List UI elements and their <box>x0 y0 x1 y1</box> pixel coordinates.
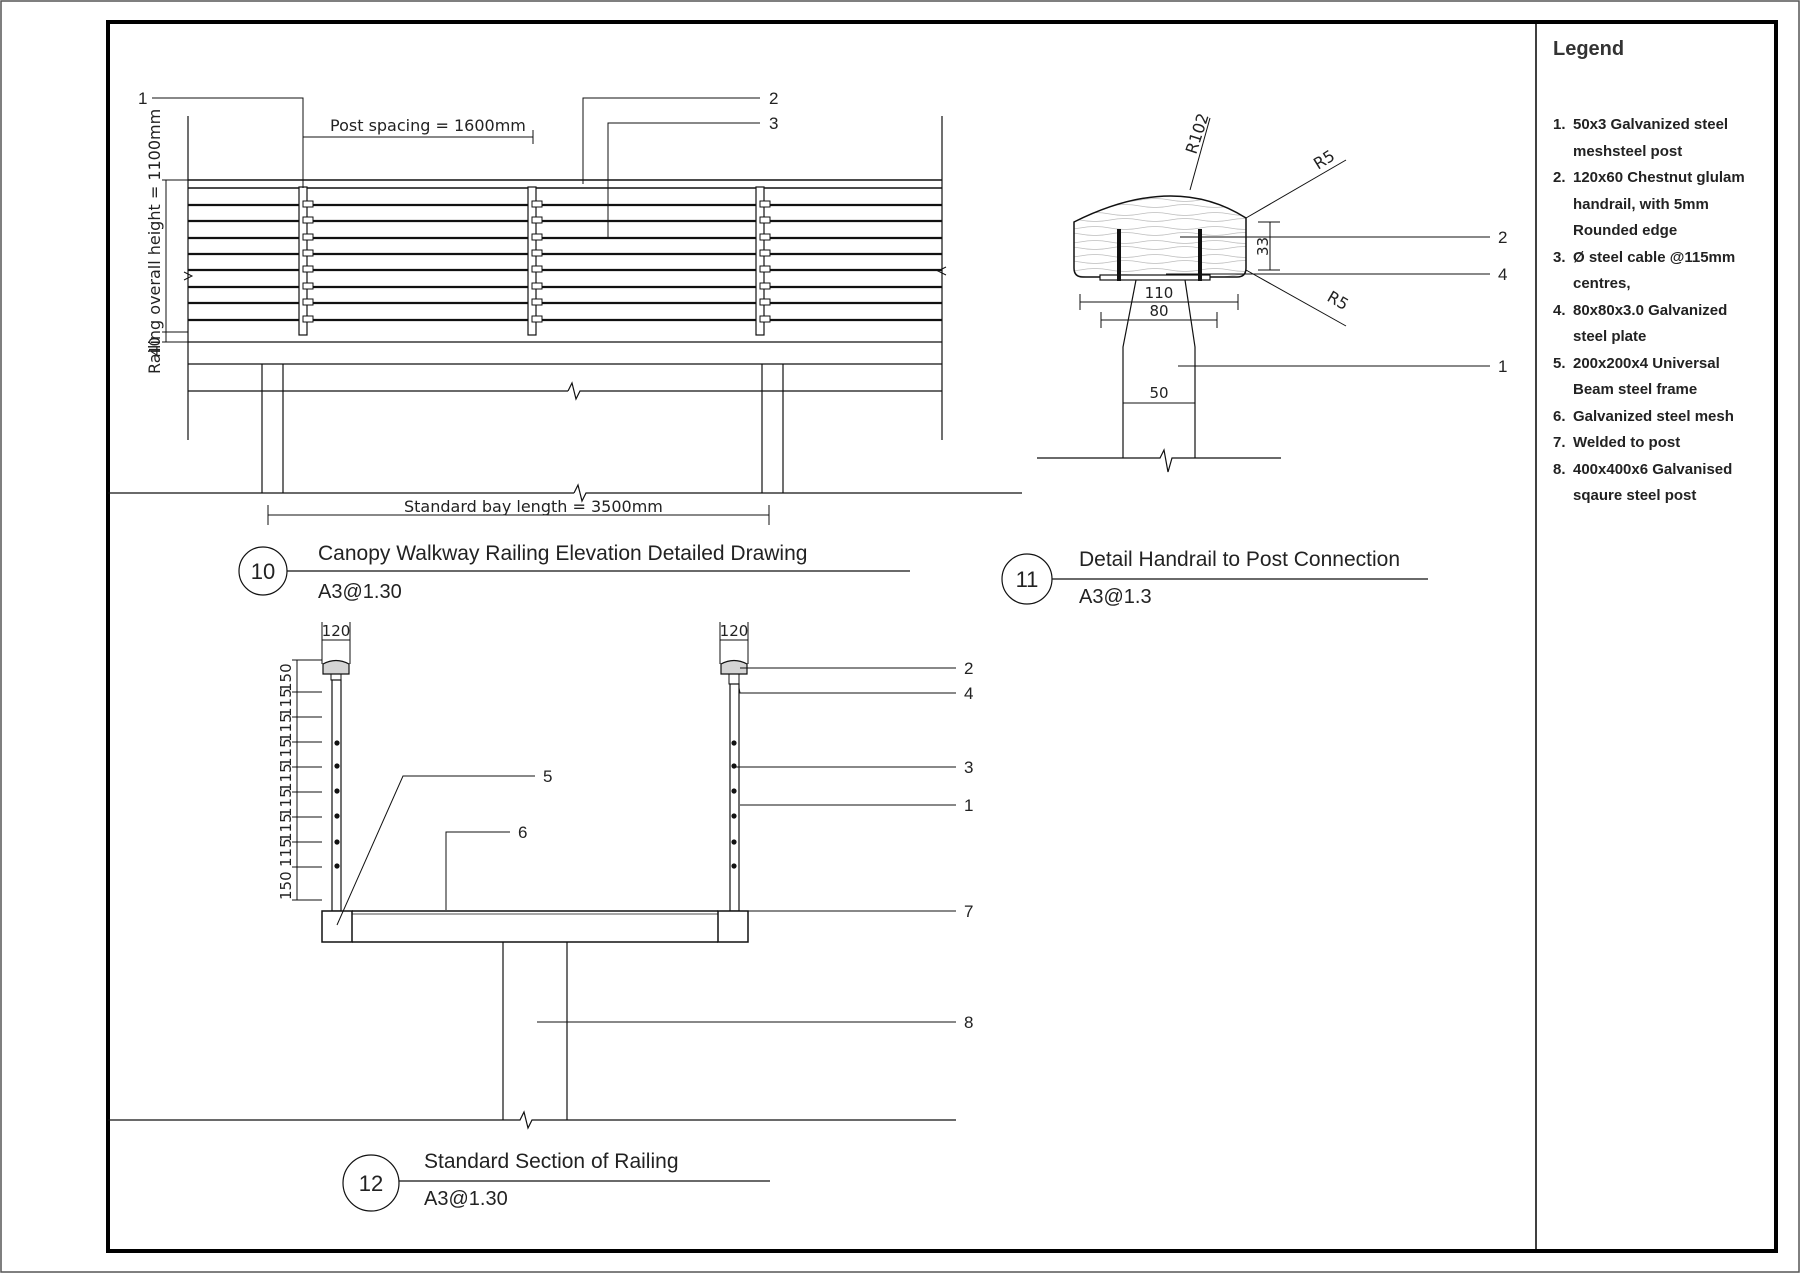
dim-33-label: 33 <box>1254 237 1272 256</box>
drawing-12-text: 120 120 150 115 115 115 115 115 115 115 … <box>277 622 973 1210</box>
legend-list: 1. 50x3 Galvanized steel meshsteel post 2… <box>1553 112 1763 510</box>
tag-11-4: 4 <box>1498 265 1507 284</box>
legend-item: 8. 400x400x6 Galvanised sqaure steel post <box>1553 457 1763 510</box>
drawing-10-elevation <box>108 97 1022 596</box>
height-40-label: 40 <box>146 337 164 356</box>
drawing-11-title: Detail Handrail to Post Connection <box>1079 548 1400 571</box>
legend-item: 2. 120x60 Chestnut glulam handrail, with … <box>1553 165 1763 245</box>
legend-item-text: 400x400x6 Galvanised sqaure steel post <box>1573 460 1733 505</box>
drawing-10-number: 10 <box>251 559 275 584</box>
tag-12-3: 3 <box>964 758 973 777</box>
tag-12-8: 8 <box>964 1013 973 1032</box>
r5-top-label: R5 <box>1310 146 1338 173</box>
legend-item-number: 2. <box>1553 169 1566 186</box>
legend-item-text: 120x60 Chestnut glulam handrail, with 5m… <box>1573 169 1745 239</box>
drawing-12-title: Standard Section of Railing <box>424 1150 679 1173</box>
tag-12-4: 4 <box>964 684 973 703</box>
legend-item-number: 8. <box>1553 460 1566 478</box>
spacing-label-7: 115 <box>277 813 295 842</box>
legend-item-text: Welded to post <box>1573 434 1681 451</box>
overall-height-label: Railing overall height = 1100mm <box>145 109 164 374</box>
drawing-10-title: Canopy Walkway Railing Elevation Detaile… <box>318 542 807 565</box>
legend-item: 7. Welded to post <box>1553 430 1763 457</box>
tag-12-1: 1 <box>964 796 973 815</box>
spacing-label-1: 150 <box>277 663 295 692</box>
legend-item-number: 3. <box>1553 248 1566 266</box>
legend-item-text: 200x200x4 Universal Beam steel frame <box>1573 354 1720 399</box>
legend-item-number: 6. <box>1553 407 1566 425</box>
drawing-11-text: R102 R5 R5 33 110 80 50 2 4 1 11 Detail … <box>1016 111 1508 608</box>
legend-panel: Legend 1. 50x3 Galvanized steel meshsteel… <box>1537 24 1777 1244</box>
drawing-12-number: 12 <box>359 1171 383 1196</box>
legend-item-text: 80x80x3.0 Galvanized steel plate <box>1573 301 1728 346</box>
tag-12-6: 6 <box>518 823 527 842</box>
tag-10-2: 2 <box>769 89 778 108</box>
legend-item: 5. 200x200x4 Universal Beam steel frame <box>1553 351 1763 404</box>
drawing-12-scale: A3@1.30 <box>424 1188 508 1210</box>
tag-12-7: 7 <box>964 902 973 921</box>
bay-length-label: Standard bay length = 3500mm <box>404 497 663 516</box>
dim-80-label: 80 <box>1149 302 1168 320</box>
legend-item-number: 1. <box>1553 116 1566 133</box>
drawing-12-section <box>108 622 956 1212</box>
spacing-label-2: 115 <box>277 688 295 717</box>
legend-item-number: 5. <box>1553 354 1566 372</box>
spacing-label-8: 115 <box>277 838 295 867</box>
legend-item: 4. 80x80x3.0 Galvanized steel plate <box>1553 298 1763 351</box>
spacing-dimension-labels: 150 115 115 115 115 115 115 115 150 <box>277 663 295 900</box>
legend-item-number: 7. <box>1553 434 1566 451</box>
legend-item: 3. Ø steel cable @115mm centres, <box>1553 245 1763 298</box>
tag-11-1: 1 <box>1498 357 1507 376</box>
post-spacing-label: Post spacing = 1600mm <box>330 116 526 135</box>
drawing-11-number: 11 <box>1016 567 1039 592</box>
width-left-label: 120 <box>322 622 351 640</box>
drawing-10-scale: A3@1.30 <box>318 581 402 603</box>
r102-label: R102 <box>1182 111 1213 156</box>
legend-item-text: Ø steel cable @115mm centres, <box>1573 248 1736 293</box>
legend-item-number: 4. <box>1553 301 1566 319</box>
spacing-label-4: 115 <box>277 738 295 767</box>
width-right-label: 120 <box>720 622 749 640</box>
spacing-label-3: 115 <box>277 713 295 742</box>
drawing-11-scale: A3@1.3 <box>1079 586 1152 608</box>
spacing-label-9: 150 <box>277 871 295 900</box>
legend-item-text: Galvanized steel mesh <box>1573 407 1734 425</box>
legend-item: 6. Galvanized steel mesh <box>1553 404 1763 431</box>
tag-11-2: 2 <box>1498 228 1507 247</box>
dim-110-label: 110 <box>1145 284 1174 302</box>
tag-10-3: 3 <box>769 114 778 133</box>
spacing-label-5: 115 <box>277 763 295 792</box>
legend-item: 1. 50x3 Galvanized steel meshsteel post <box>1553 112 1763 165</box>
drawing-10-text: 1 2 3 Post spacing = 1600mm Railing over… <box>138 89 807 603</box>
legend-title: Legend <box>1553 38 1625 60</box>
spacing-label-6: 115 <box>277 788 295 817</box>
r5-bottom-label: R5 <box>1324 287 1352 314</box>
tag-12-2: 2 <box>964 659 973 678</box>
tag-10-1: 1 <box>138 89 147 108</box>
tag-12-5: 5 <box>543 767 552 786</box>
drawing-frame <box>106 20 1778 1253</box>
dim-50-label: 50 <box>1149 384 1168 402</box>
legend-item-text: 50x3 Galvanized steel meshsteel post <box>1573 116 1729 160</box>
drawing-11-detail <box>1001 117 1490 605</box>
